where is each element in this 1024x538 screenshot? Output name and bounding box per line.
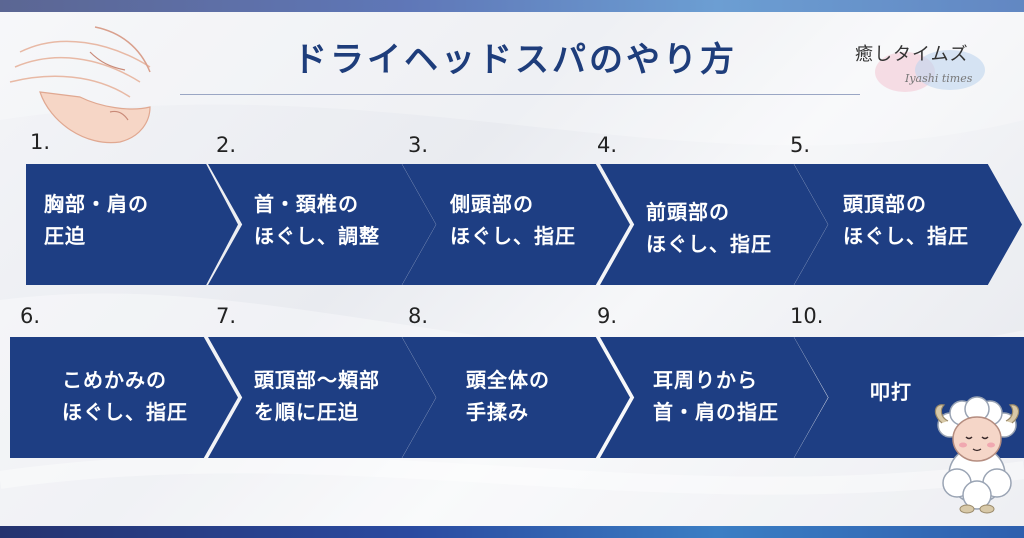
brand-subtitle: Iyashi times bbox=[905, 72, 973, 85]
step-2-label: 首・頚椎の ほぐし、調整 bbox=[254, 192, 380, 248]
step-1-number: 1. bbox=[30, 130, 51, 154]
step-8-chevron bbox=[402, 337, 630, 458]
step-5-chevron bbox=[794, 164, 1022, 285]
step-7-number: 7. bbox=[216, 304, 237, 328]
step-4-number: 4. bbox=[597, 133, 618, 157]
step-8-number: 8. bbox=[408, 304, 429, 328]
watercolor-blob bbox=[875, 50, 985, 92]
step-10-number: 10. bbox=[790, 304, 824, 328]
title-underline bbox=[180, 94, 860, 95]
step-4-chevron bbox=[600, 164, 828, 285]
step-1-label: 胸部・肩の 圧迫 bbox=[44, 192, 149, 248]
step-3-number: 3. bbox=[408, 133, 429, 157]
bottom-band bbox=[0, 526, 1024, 538]
step-6-number: 6. bbox=[20, 304, 41, 328]
step-7-label: 頭頂部〜頬部 を順に圧迫 bbox=[254, 368, 380, 424]
top-band bbox=[0, 0, 1024, 12]
step-8-label: 頭全体の 手揉み bbox=[466, 368, 550, 424]
step-4-label: 前頭部の ほぐし、指圧 bbox=[646, 200, 772, 256]
step-9-chevron bbox=[600, 337, 828, 458]
page-title: ドライヘッドスパのやり方 bbox=[293, 40, 737, 80]
step-9-label: 耳周りから 首・肩の指圧 bbox=[653, 368, 779, 424]
step-2-number: 2. bbox=[216, 133, 237, 157]
sheep-mascot-illustration bbox=[934, 396, 1020, 514]
step-5-label: 頭頂部の ほぐし、指圧 bbox=[843, 192, 969, 248]
step-5-number: 5. bbox=[790, 133, 811, 157]
brand-logo: 癒しタイムズ Iyashi times bbox=[845, 30, 1020, 100]
step-9-number: 9. bbox=[597, 304, 618, 328]
step-1-chevron bbox=[26, 164, 238, 285]
head-massage-illustration bbox=[9, 26, 151, 144]
step-3-chevron bbox=[402, 164, 630, 285]
step-6-chevron bbox=[10, 337, 238, 458]
step-6-label: こめかみの ほぐし、指圧 bbox=[62, 368, 188, 424]
brand-name: 癒しタイムズ bbox=[855, 44, 969, 65]
step-7-chevron bbox=[208, 337, 436, 458]
step-10-label: 叩打 bbox=[870, 380, 912, 404]
step-2-chevron bbox=[208, 164, 436, 285]
step-3-label: 側頭部の ほぐし、指圧 bbox=[450, 192, 576, 248]
